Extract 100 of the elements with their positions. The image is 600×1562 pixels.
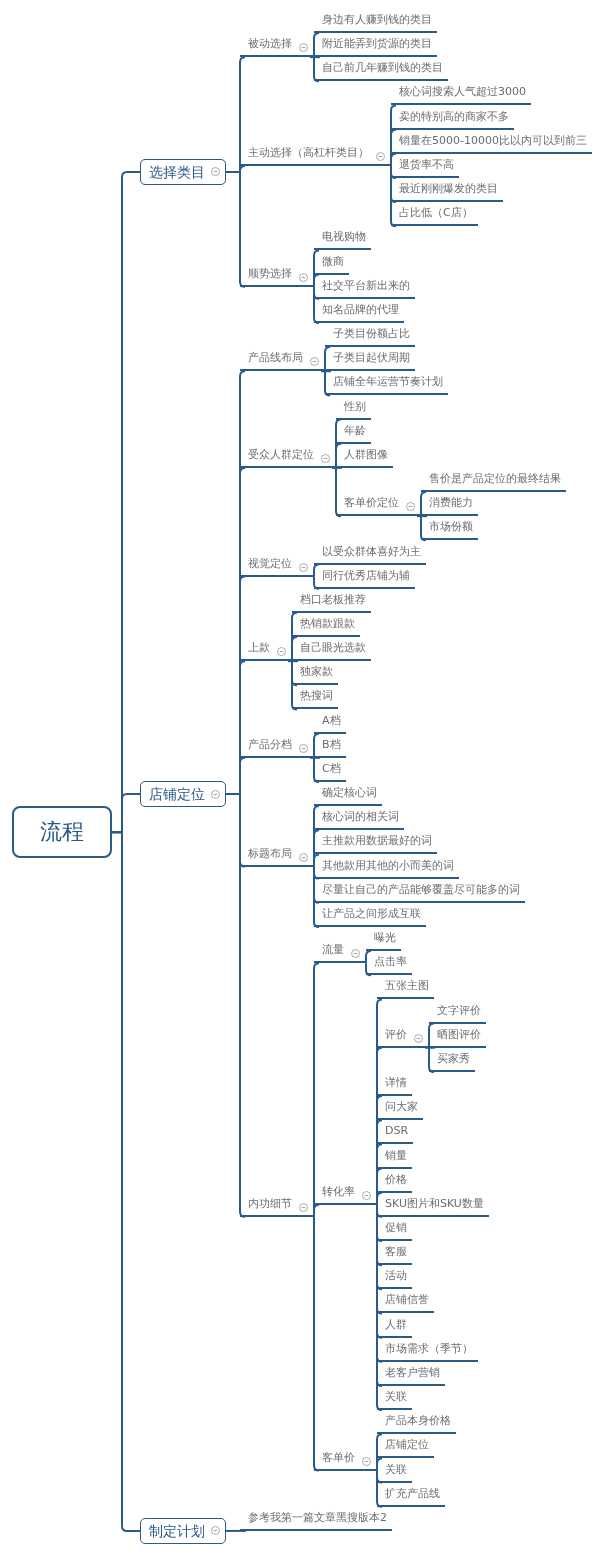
- topic-label: 知名品牌的代理: [322, 301, 399, 318]
- connector-line: [365, 950, 372, 965]
- topic-label: 主动选择（高杠杆类目）: [248, 144, 369, 161]
- connector-line: [376, 1469, 383, 1508]
- topic-label: 售价是产品定位的最终结果: [429, 471, 561, 488]
- connector-line: [416, 515, 428, 518]
- topic-label: 消费能力: [429, 495, 473, 512]
- connector-line: [335, 466, 342, 518]
- subtopic-underline: [366, 930, 401, 952]
- connector-line: [313, 756, 320, 783]
- topic-label: 老客户营销: [385, 1364, 440, 1381]
- topic-label: 身边有人赚到钱的类目: [322, 12, 432, 28]
- subtopic-underline: [377, 1195, 489, 1217]
- connector-line: [313, 865, 320, 928]
- topic-label: 客单价定位: [344, 495, 399, 512]
- topic-label: 核心词搜索人气超过3000: [399, 84, 526, 101]
- topic-label: 关联: [385, 1389, 407, 1406]
- topic-label: 退货率不高: [399, 156, 454, 173]
- topic-label: 流量: [322, 942, 344, 959]
- connector-line: [313, 285, 320, 324]
- topic-label: 店铺全年运营节奏计划: [333, 374, 443, 391]
- topic-label: 产品本身价格: [385, 1413, 451, 1430]
- connector-line: [225, 793, 246, 1218]
- topic-label: A档: [322, 712, 341, 729]
- subtopic-underline: [336, 398, 371, 420]
- topic-label: 选择类目: [149, 162, 205, 181]
- topic-label: 价格: [385, 1171, 407, 1188]
- connector-line: [313, 563, 320, 578]
- subtopic-underline: [377, 1171, 412, 1193]
- connector-line: [225, 1529, 247, 1532]
- connector-line: [324, 370, 331, 397]
- central-topic-box: [12, 806, 112, 859]
- subtopic-underline: [366, 954, 412, 976]
- topic-label: 核心词的相关词: [322, 809, 399, 826]
- subtopic-underline: [377, 1244, 412, 1266]
- topic-label: 销量: [385, 1147, 407, 1164]
- subtopic-underline: [391, 156, 459, 178]
- topic-label: 店铺定位: [149, 785, 205, 804]
- subtopic-underline: [429, 1026, 486, 1048]
- subtopic-underline: [377, 1075, 412, 1097]
- subtopic-underline: [377, 1268, 412, 1290]
- connector-line: [424, 1046, 436, 1049]
- topic-label: 曝光: [374, 930, 396, 947]
- topic-label: 客服: [385, 1244, 407, 1261]
- topic-label: 产品分档: [248, 736, 292, 753]
- subtopic-underline: [377, 978, 434, 1000]
- subtopic-underline: [314, 60, 448, 82]
- connector-line: [309, 756, 321, 759]
- topic-label: 产品线布局: [248, 350, 303, 367]
- topic-label: 附近能弄到货源的类目: [322, 36, 432, 53]
- subtopic-underline: [421, 471, 566, 493]
- topic-label: 标题布局: [248, 845, 292, 862]
- subtopic-underline: [314, 567, 415, 589]
- subtopic-underline: [377, 1413, 456, 1435]
- subtopic-underline: [314, 301, 404, 323]
- topic-label: 受众人群定位: [248, 446, 314, 463]
- subtopic-underline: [429, 1050, 475, 1072]
- subtopic-underline: [377, 1123, 414, 1145]
- topic-label: 卖的特别高的商家不多: [399, 108, 509, 125]
- subtopic-underline: [314, 229, 371, 251]
- topic-label: 性别: [344, 398, 366, 415]
- subtopic-underline: [314, 12, 437, 33]
- connector-line: [313, 1203, 320, 1218]
- topic-label: 自己前几年赚到钱的类目: [322, 60, 443, 77]
- connector-line: [313, 273, 320, 288]
- topic-label: 文字评价: [437, 1002, 481, 1019]
- connector-line: [376, 1191, 383, 1206]
- topic-label: 制定计划: [149, 1521, 205, 1540]
- subtopic-underline: [391, 84, 531, 106]
- subtopic-underline: [314, 712, 346, 734]
- subtopic-underline: [325, 374, 448, 396]
- subtopic-underline: [377, 1316, 412, 1338]
- topic-label: 五张主图: [385, 978, 429, 995]
- connector-line: [331, 466, 343, 469]
- central-topic-label: 流程: [40, 818, 84, 847]
- topic-label: 年龄: [344, 422, 366, 439]
- topic-label: 热销款跟款: [300, 616, 355, 632]
- topic-label: 客单价: [322, 1449, 355, 1466]
- subtopic-underline: [377, 1461, 412, 1483]
- subtopic-underline: [240, 1509, 392, 1531]
- connector-line: [365, 962, 372, 977]
- topic-label: 让产品之间形成互联: [322, 905, 421, 922]
- connector-line: [390, 164, 397, 228]
- topic-label: 主推款用数据最好的词: [322, 833, 432, 850]
- subtopic-underline: [421, 495, 478, 517]
- subtopic-underline: [314, 857, 459, 879]
- subtopic-underline: [314, 736, 346, 758]
- subtopic-underline: [292, 688, 338, 710]
- topic-label: 参考我第一篇文章黑搜版本2: [248, 1509, 387, 1526]
- topic-label: 确定核心词: [322, 785, 377, 802]
- topic-label: 自己眼光选款: [300, 640, 366, 657]
- topic-label: 点击率: [374, 954, 407, 971]
- subtopic-underline: [292, 664, 338, 686]
- topic-label: 微商: [322, 253, 344, 270]
- topic-label: 尽量让自己的产品能够覆盖尽可能多的词: [322, 881, 520, 898]
- topic-label: 店铺定位: [385, 1437, 429, 1454]
- topic-label: 销量在5000-10000比以内可以到前三: [399, 132, 587, 149]
- subtopic-underline: [377, 1292, 434, 1314]
- topic-label: DSR: [385, 1123, 409, 1140]
- topic-label: 被动选择: [248, 36, 292, 53]
